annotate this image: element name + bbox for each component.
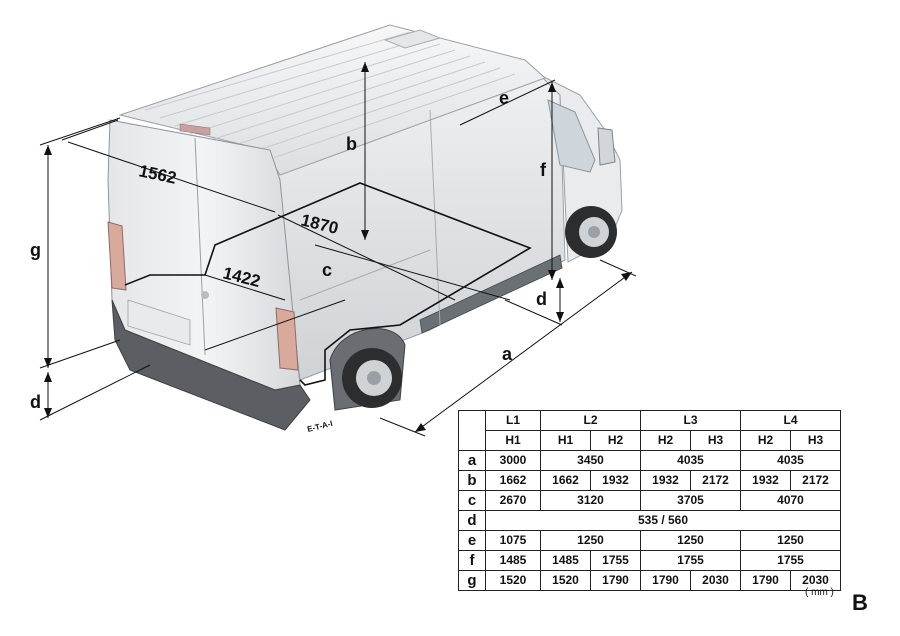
dim-label-e: e — [499, 88, 509, 108]
table-cell: 535 / 560 — [485, 510, 841, 531]
col-h: H2 — [640, 430, 691, 451]
front-wheel — [565, 206, 617, 258]
col-h: H2 — [590, 430, 641, 451]
dim-label-d-left: d — [30, 392, 41, 412]
dimensions-table: L1 L2 L3 L4 H1 H1 H2 H2 H3 H2 H3 a 3000 … — [458, 410, 841, 591]
col-l2: L2 — [540, 410, 641, 431]
table-cell: 1790 — [590, 570, 641, 591]
table-cell: 1250 — [640, 530, 741, 551]
table-row: e 1075 1250 1250 1250 — [458, 530, 841, 551]
table-cell: 2030 — [790, 570, 841, 591]
col-l3: L3 — [640, 410, 741, 431]
table-row: g 1520 1520 1790 1790 2030 1790 2030 — [458, 570, 841, 591]
rear-bumper — [111, 299, 311, 431]
col-h: H1 — [540, 430, 591, 451]
table-cell: 2172 — [790, 470, 841, 491]
table-cell: 1250 — [740, 530, 841, 551]
dimension-arrowheads — [44, 62, 632, 432]
table-cell: 3450 — [540, 450, 641, 471]
rear-door-split — [194, 137, 206, 356]
side-mirror — [597, 127, 616, 166]
col-h: H2 — [740, 430, 791, 451]
dim-label-g: g — [30, 240, 41, 260]
table-cell: 2172 — [690, 470, 741, 491]
table-header-heights: H1 H1 H2 H2 H3 H2 H3 — [459, 430, 841, 451]
row-key: e — [458, 530, 486, 551]
table-cell: 4070 — [740, 490, 841, 511]
table-cell: 1932 — [640, 470, 691, 491]
rear-wheel — [342, 348, 402, 408]
table-cell: 1520 — [485, 570, 541, 591]
col-h: H3 — [790, 430, 841, 451]
table-cell: 1662 — [485, 470, 541, 491]
dim-label-a: a — [502, 344, 513, 364]
side-door-line — [429, 109, 441, 326]
left-tail-light — [107, 221, 127, 291]
table-cell: 2030 — [690, 570, 741, 591]
brake-light — [179, 123, 211, 136]
table-cell: 1662 — [540, 470, 591, 491]
table-cell: 1932 — [590, 470, 641, 491]
table-row: c 2670 3120 3705 4070 — [458, 490, 841, 511]
right-tail-light — [275, 307, 299, 371]
dim-label-d-right: d — [536, 289, 547, 309]
row-key: d — [458, 510, 486, 531]
table-row: b 1662 1662 1932 1932 2172 1932 2172 — [458, 470, 841, 491]
table-cell: 4035 — [640, 450, 741, 471]
table-cell: 1790 — [740, 570, 791, 591]
dim-label-b: b — [346, 134, 357, 154]
dim-label-c: c — [322, 260, 332, 280]
table-cell: 1075 — [485, 530, 541, 551]
col-l4: L4 — [740, 410, 841, 431]
table-cell: 1932 — [740, 470, 791, 491]
table-cell: 1485 — [485, 550, 541, 571]
table-header-lengths: L1 L2 L3 L4 — [458, 410, 841, 451]
col-l1: L1 — [485, 410, 541, 431]
door-handle — [201, 291, 209, 299]
table-cell: 4035 — [740, 450, 841, 471]
van-windshield — [547, 99, 596, 173]
col-h: H3 — [690, 430, 741, 451]
dim-label-f: f — [540, 160, 547, 180]
table-cell: 3705 — [640, 490, 741, 511]
cargo-floor-outline — [124, 182, 532, 386]
table-cell: 1755 — [740, 550, 841, 571]
table-cell: 1485 — [540, 550, 591, 571]
table-cell: 1755 — [640, 550, 741, 571]
rear-plate-area — [127, 299, 191, 346]
table-corner — [458, 410, 486, 451]
col-h: H1 — [485, 430, 541, 451]
unit-note: ( mm ) — [805, 587, 834, 598]
table-row: a 3000 3450 4035 4035 — [458, 450, 841, 471]
badge-text: E-T-A-I — [306, 419, 333, 434]
side-slide-rail — [299, 249, 431, 301]
table-row: d 535 / 560 — [458, 510, 841, 531]
table-row: f 1485 1485 1755 1755 1755 — [458, 550, 841, 571]
row-key: b — [458, 470, 486, 491]
figure-letter: B — [852, 590, 868, 615]
roof-ribs — [144, 31, 516, 167]
table-cell: 1790 — [640, 570, 691, 591]
row-key: f — [458, 550, 486, 571]
table-cell: 2670 — [485, 490, 541, 511]
row-key: g — [458, 570, 486, 591]
side-trim — [419, 254, 563, 334]
table-cell: 1250 — [540, 530, 641, 551]
table-cell: 1755 — [590, 550, 641, 571]
table-cell: 3000 — [485, 450, 541, 471]
table-cell: 3120 — [540, 490, 641, 511]
table-cell: 1520 — [540, 570, 591, 591]
roof-vent — [383, 29, 442, 49]
row-key: c — [458, 490, 486, 511]
row-key: a — [458, 450, 486, 471]
